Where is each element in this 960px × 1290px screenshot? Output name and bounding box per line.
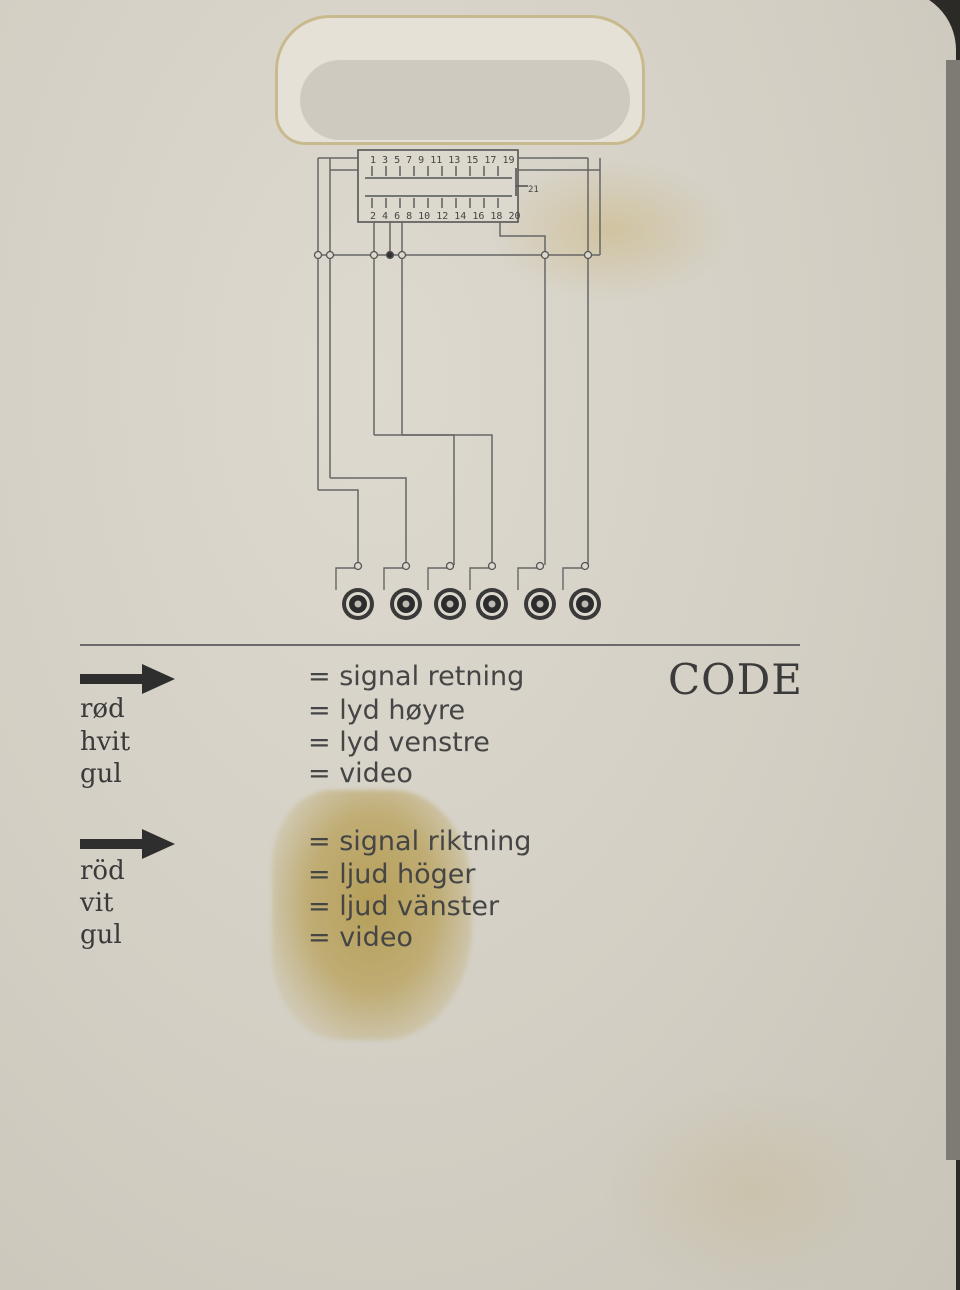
arrow-icon: [80, 664, 175, 694]
faint-stain: [610, 1090, 890, 1290]
pin-21-label: 21: [528, 185, 539, 195]
rca-jack: [427, 561, 466, 620]
legend-color-label: gul: [80, 920, 122, 950]
legend-meaning: = ljud höger: [308, 859, 476, 890]
legend-color-label: hvit: [80, 727, 131, 757]
legend-meaning: = lyd høyre: [308, 695, 466, 726]
legend-meaning: = video: [308, 922, 413, 953]
pin-numbers-top: 1 3 5 7 9 11 13 15 17 19: [370, 155, 515, 166]
rca-connectors: [335, 561, 601, 620]
legend-arrow-meaning: = signal retning: [308, 661, 525, 692]
yellow-stain: [272, 790, 472, 1040]
legend-meaning: = lyd venstre: [308, 727, 490, 758]
legend-color-label: röd: [80, 856, 125, 886]
rca-jack: [517, 561, 556, 620]
rca-jack: [335, 561, 374, 620]
legend-arrow-meaning: = signal riktning: [308, 826, 532, 857]
arrow-icon: [80, 829, 175, 859]
scart-connector: [357, 149, 528, 223]
legend-meaning: = ljud vänster: [308, 891, 500, 922]
water-stain: [490, 160, 730, 300]
legend-color-label: gul: [80, 759, 122, 789]
wiring-diagram: 1 3 5 7 9 11 13 15 17 19 2 4 6 8 10 12 1…: [313, 149, 601, 620]
legend-meaning: = video: [308, 758, 413, 789]
rca-jack: [469, 561, 508, 620]
code-heading: CODE: [668, 655, 803, 704]
divider-line: [80, 644, 800, 646]
rca-jack: [562, 561, 601, 620]
hang-tab-inner: [300, 60, 630, 140]
junction-nodes: [313, 250, 593, 260]
rca-jack: [383, 561, 422, 620]
wires: [317, 157, 601, 565]
card-edge: [946, 60, 960, 1160]
legend-color-label: rød: [80, 694, 125, 724]
pin-numbers-bottom: 2 4 6 8 10 12 14 16 18 20: [370, 211, 521, 222]
legend-color-label: vit: [80, 888, 114, 918]
